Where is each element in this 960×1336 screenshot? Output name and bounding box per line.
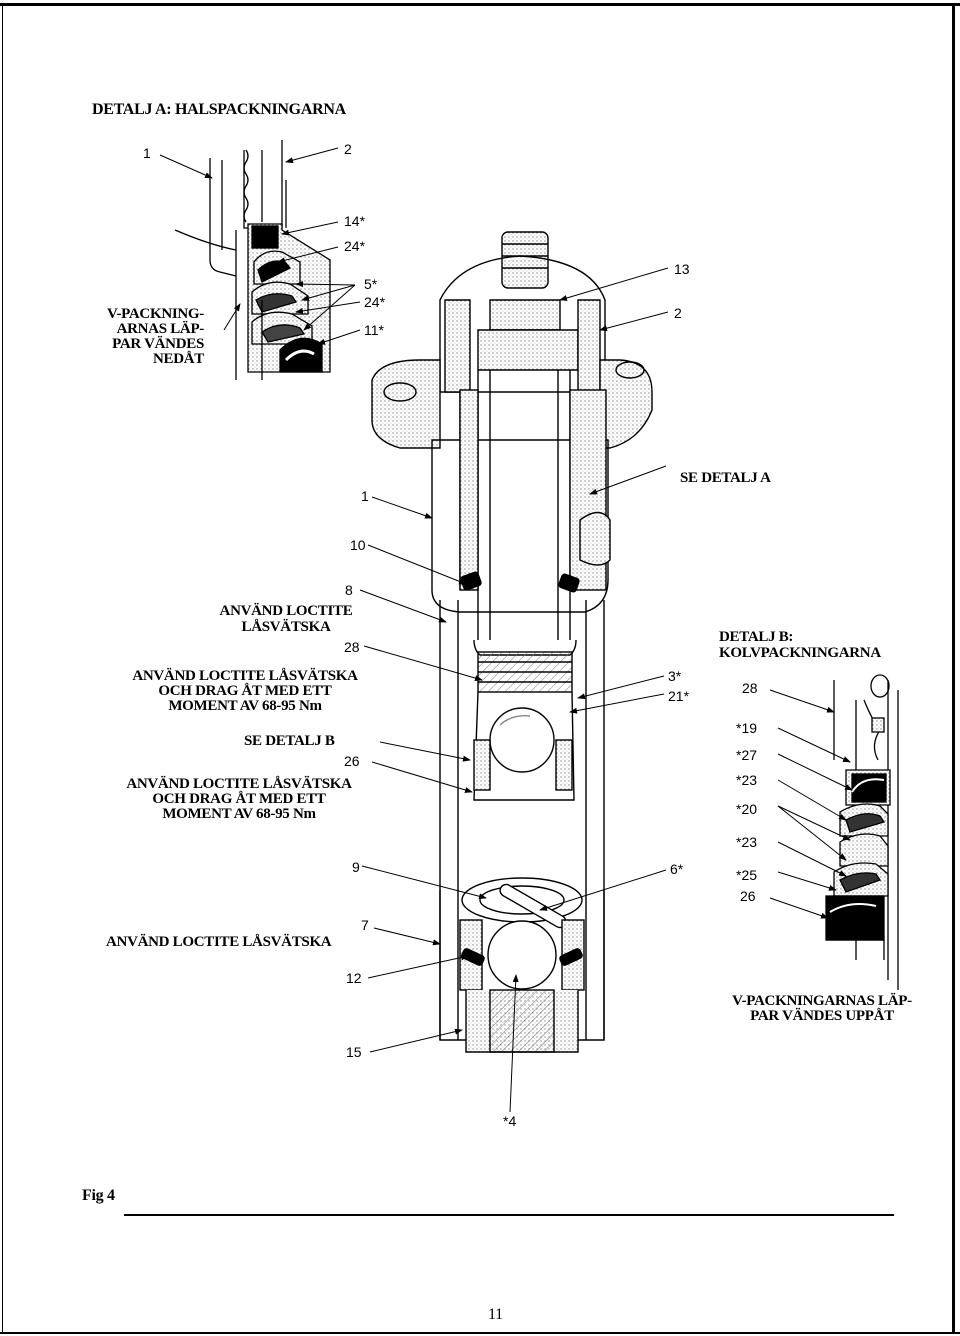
detail-a-note-line-4: NEDÅT bbox=[152, 351, 204, 367]
detail-b-drawing bbox=[825, 674, 899, 990]
main-assembly-drawing bbox=[371, 231, 653, 1053]
main-callout-2: 2 bbox=[674, 305, 682, 321]
frame-border-right bbox=[952, 3, 955, 1333]
detail-b-callout-20: *20 bbox=[736, 801, 758, 817]
detail-a-title: DETALJ A: HALSPACKNINGARNA bbox=[92, 101, 346, 118]
loctite-note-4: ANVÄND LOCTITE LÅSVÄTSKA bbox=[106, 934, 332, 950]
main-callout-10: 10 bbox=[350, 537, 366, 553]
detail-b-callout-26: 26 bbox=[740, 888, 756, 904]
loctite-note-2-line-3: MOMENT AV 68-95 Nm bbox=[168, 698, 322, 714]
main-callout-9: 9 bbox=[352, 859, 360, 875]
main-callout-15: 15 bbox=[346, 1044, 362, 1060]
detail-a-note-line-2: ARNAS LÄP- bbox=[116, 321, 205, 337]
main-callout-13: 13 bbox=[674, 261, 690, 277]
detail-b-callout-27: *27 bbox=[736, 747, 758, 763]
loctite-note-3-line-1: ANVÄND LOCTITE LÅSVÄTSKA bbox=[126, 776, 352, 792]
figure-label: Fig 4 bbox=[82, 1187, 115, 1204]
detail-a-note-line-1: V-PACKNING- bbox=[107, 306, 204, 322]
main-callout-8: 8 bbox=[345, 582, 353, 598]
loctite-note-1-line-2: LÅSVÄTSKA bbox=[241, 619, 331, 635]
detail-b-title-line-1: DETALJ B: bbox=[719, 629, 794, 645]
frame-border-left bbox=[2, 3, 3, 1333]
detail-b-callout-19: *19 bbox=[736, 720, 758, 736]
detail-a-note-line-3: PAR VÄNDES bbox=[112, 336, 204, 352]
detail-a-callout-2: 2 bbox=[344, 141, 352, 157]
figure-rule bbox=[124, 1214, 894, 1216]
loctite-note-2-line-2: OCH DRAG ÅT MED ETT bbox=[158, 683, 332, 699]
detail-a-callout-5: 5* bbox=[364, 276, 378, 292]
detail-a-callout-24b: 24* bbox=[364, 294, 386, 310]
detail-b-callout-23a: *23 bbox=[736, 772, 758, 788]
main-callout-1: 1 bbox=[361, 488, 369, 504]
detail-a-callout-11: 11* bbox=[364, 322, 384, 338]
loctite-note-2-line-1: ANVÄND LOCTITE LÅSVÄTSKA bbox=[132, 668, 358, 684]
loctite-note-3-line-2: OCH DRAG ÅT MED ETT bbox=[152, 791, 326, 807]
main-callout-3: 3* bbox=[668, 668, 682, 684]
detail-a-callout-24a: 24* bbox=[344, 238, 366, 254]
main-callout-21: 21* bbox=[668, 688, 690, 704]
detail-b-note-line-2: PAR VÄNDES UPPÅT bbox=[750, 1008, 894, 1024]
see-detail-a-label: SE DETALJ A bbox=[680, 470, 771, 486]
loctite-note-3-line-3: MOMENT AV 68-95 Nm bbox=[162, 806, 316, 822]
frame-border-bottom bbox=[0, 1332, 960, 1334]
detail-a-drawing bbox=[174, 140, 331, 380]
detail-b-callout-23b: *23 bbox=[736, 834, 758, 850]
main-callout-7: 7 bbox=[361, 917, 369, 933]
main-callout-6: 6* bbox=[670, 861, 684, 877]
main-callout-26: 26 bbox=[344, 753, 360, 769]
loctite-note-1-line-1: ANVÄND LOCTITE bbox=[219, 603, 353, 619]
detail-a-callout-1: 1 bbox=[143, 145, 151, 161]
see-detail-b-label: SE DETALJ B bbox=[244, 733, 335, 749]
main-callout-4: *4 bbox=[503, 1113, 517, 1129]
page-number: 11 bbox=[488, 1306, 503, 1323]
detail-b-title-line-2: KOLVPACKNINGARNA bbox=[719, 645, 881, 661]
main-callout-28: 28 bbox=[344, 639, 360, 655]
main-callout-12: 12 bbox=[346, 970, 362, 986]
detail-b-note-line-1: V-PACKNINGARNAS LÄP- bbox=[732, 993, 912, 1009]
detail-b-callout-28: 28 bbox=[742, 680, 758, 696]
detail-b-callout-25: *25 bbox=[736, 867, 758, 883]
detail-a-callout-14: 14* bbox=[344, 213, 366, 229]
frame-border-top bbox=[0, 3, 960, 6]
